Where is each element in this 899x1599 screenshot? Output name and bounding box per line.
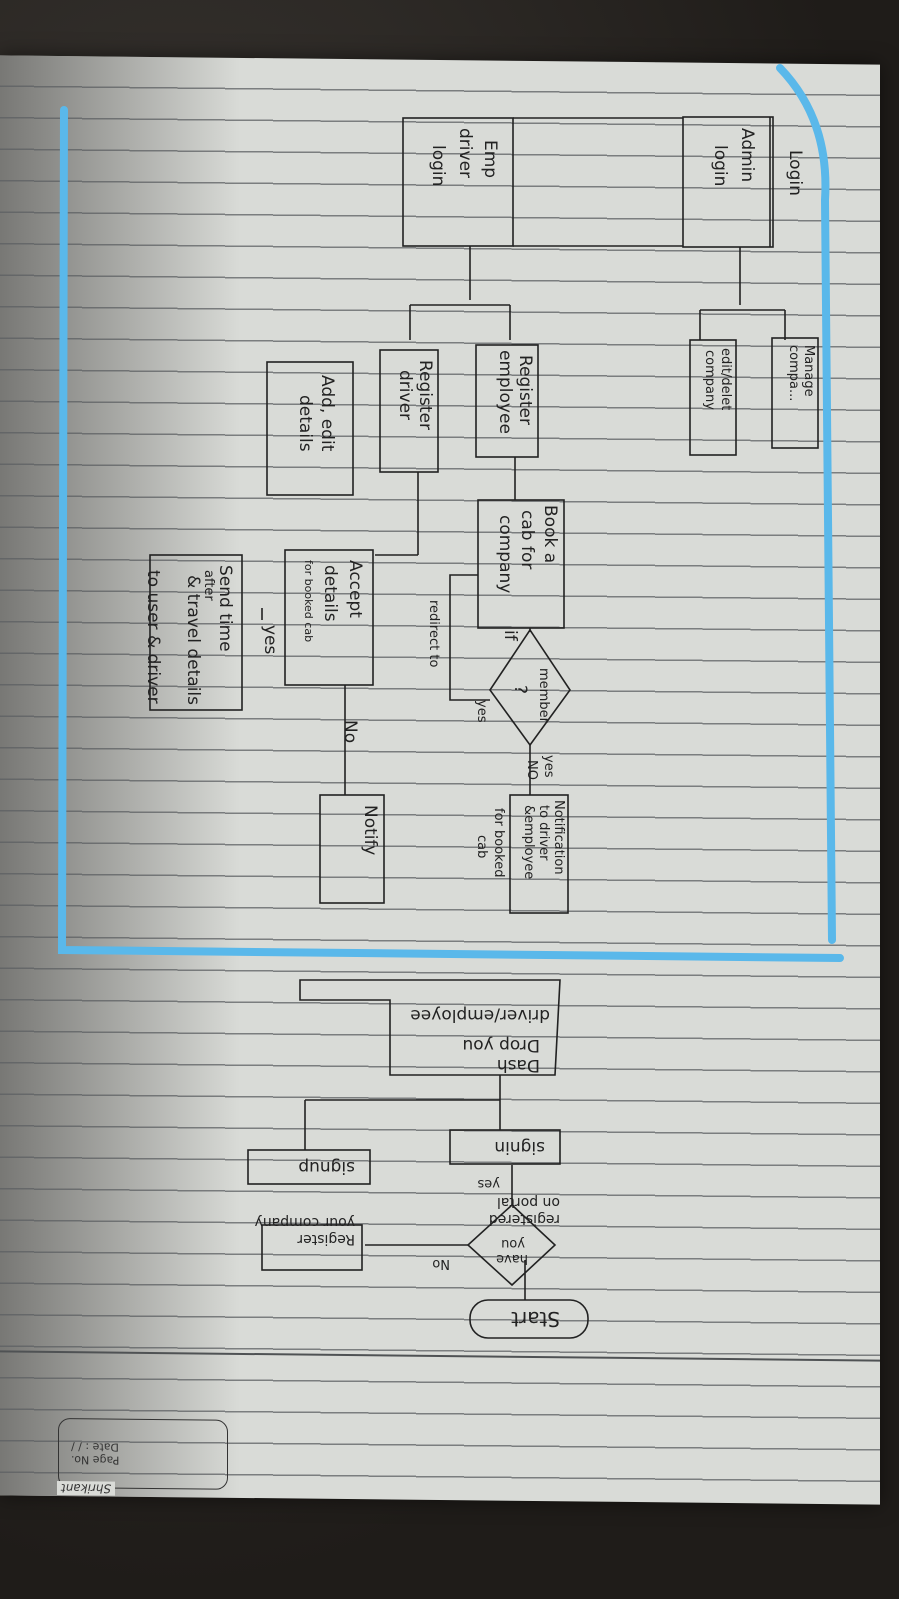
- signup-box: [247, 1149, 371, 1185]
- register-company-line1: Register: [297, 1231, 355, 1247]
- signin-label: signin: [494, 1137, 545, 1157]
- edit-company-line1: edit/delet: [718, 348, 733, 410]
- register-company-box: [261, 1224, 363, 1271]
- add-edit-line1: Add, edit: [317, 375, 337, 452]
- register-employee-box: [475, 344, 539, 458]
- book-cab-line2: cab for: [517, 510, 537, 569]
- after-label: after: [201, 570, 216, 601]
- have-line3: registered: [489, 1211, 560, 1227]
- add-edit-line2: details: [295, 395, 315, 452]
- member-line2: ?: [510, 685, 530, 694]
- register-driver-line1: Register: [415, 360, 435, 430]
- edit-delete-company-box: [689, 339, 737, 456]
- emp-login-line1: Emp: [480, 140, 500, 178]
- register-employee-line2: employee: [495, 350, 515, 434]
- yes-label-2: yes: [541, 755, 556, 778]
- dash-line1: Dash: [497, 1055, 540, 1075]
- send-time-line2: & travel details: [183, 575, 203, 705]
- edit-company-line2: company: [702, 350, 717, 410]
- admin-login-box: [682, 116, 774, 248]
- notify-box: [319, 794, 385, 904]
- start-label: Start: [511, 1307, 560, 1331]
- yes-label-3: yes: [260, 625, 280, 655]
- emp-driver-login-box: [402, 117, 514, 247]
- notification-line4: for booked: [491, 808, 506, 877]
- notification-line3: &employee: [521, 805, 536, 879]
- emp-login-line2: driver: [455, 128, 475, 178]
- accept-line1: Accept: [345, 560, 365, 618]
- no-label-lower: No: [432, 1256, 450, 1271]
- add-edit-details-box: [266, 361, 354, 496]
- yes-label-1: yes: [474, 700, 489, 723]
- highlight-box: [57, 64, 844, 962]
- book-cab-box: [477, 499, 565, 629]
- yes-label-lower: yes: [477, 1176, 500, 1191]
- no-label-1: NO: [524, 760, 539, 780]
- have-line2: you: [501, 1236, 525, 1251]
- accept-line3: for booked cab: [302, 560, 315, 642]
- if-label: if: [500, 630, 520, 642]
- book-cab-line3: company: [495, 515, 515, 593]
- redirect-label: redirect to: [426, 600, 441, 667]
- login-label: Login: [785, 150, 805, 196]
- register-driver-line2: driver: [395, 370, 415, 420]
- accept-line2: details: [320, 565, 340, 622]
- notify-label: Notify: [360, 805, 380, 855]
- send-time-box: [149, 554, 243, 711]
- register-employee-line1: Register: [515, 355, 535, 425]
- admin-login-line1: Admin: [737, 128, 757, 182]
- start-box: [469, 1299, 589, 1339]
- register-company-line2: your company: [255, 1214, 355, 1230]
- emp-login-line3: login: [428, 145, 448, 186]
- dash-line3: driver/employee: [410, 1005, 550, 1025]
- member-line1: member: [536, 668, 551, 724]
- register-driver-box: [379, 349, 439, 473]
- notification-line5: cab: [474, 835, 489, 858]
- book-cab-line1: Book a: [540, 505, 560, 563]
- send-time-line1: Send time: [215, 565, 235, 652]
- manage-company-line2: compa...: [786, 345, 801, 401]
- have-line4: on portal: [497, 1194, 560, 1210]
- notification-line1: Notification: [551, 800, 566, 875]
- dashboard-box: [299, 979, 561, 1076]
- signup-label: signup: [298, 1157, 355, 1177]
- registered-decision-diamond: [466, 1203, 557, 1287]
- dash-line2: Drop you: [462, 1035, 540, 1055]
- manage-company-box: [771, 337, 819, 449]
- have-line1: have: [496, 1251, 528, 1266]
- notification-box: [509, 794, 569, 914]
- signin-box: [449, 1129, 561, 1165]
- admin-login-line2: login: [710, 145, 730, 186]
- notification-line2: to driver: [536, 805, 551, 861]
- accept-details-box: [284, 549, 374, 686]
- send-time-line3: to user & driver: [143, 570, 163, 704]
- no-label-2: No: [340, 720, 360, 743]
- manage-company-line1: Manage: [801, 345, 816, 397]
